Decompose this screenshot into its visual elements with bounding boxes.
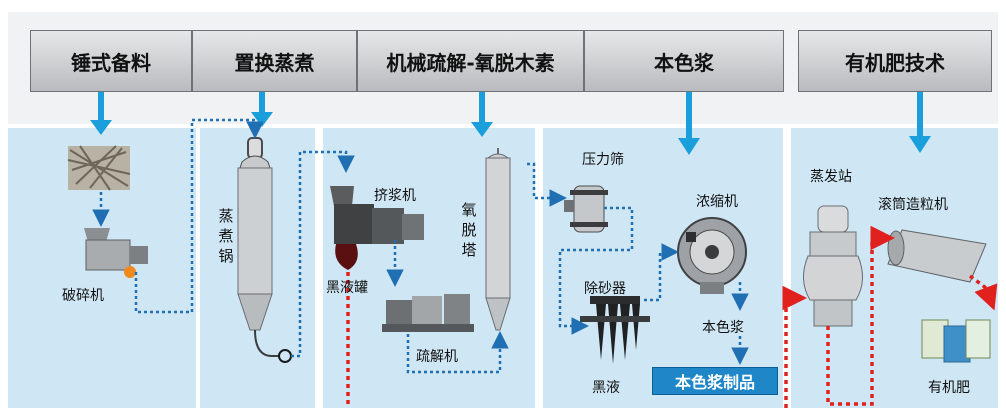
- label-extruder: 挤浆机: [374, 188, 416, 204]
- crusher-icon: [84, 228, 148, 278]
- label-refiner: 疏解机: [416, 349, 458, 365]
- label-digester: 蒸煮锅: [218, 207, 234, 265]
- label-pressure-screen: 压力筛: [582, 152, 624, 168]
- stage-arrow: [251, 92, 273, 127]
- straw-raw-material-icon: [67, 145, 131, 191]
- stage-header-hammer-prep: 锤式备料: [30, 30, 192, 92]
- stage-arrow: [678, 92, 700, 155]
- thickener-icon: [677, 217, 747, 294]
- product-badge: 本色浆制品: [652, 367, 778, 395]
- evaporator-icon: [803, 205, 863, 327]
- digester-icon: [237, 137, 292, 363]
- stage-header-cooking: 置换蒸煮: [192, 30, 357, 92]
- label-fertilizer: 有机肥: [928, 380, 970, 396]
- fertilizer-bags-icon: [921, 319, 991, 363]
- flow-line: [558, 206, 634, 335]
- label-black-liquor: 黑液: [592, 380, 620, 396]
- stage-arrow: [90, 92, 112, 135]
- granulator-drum-icon: [887, 229, 987, 283]
- stage-header-refining-oxygen: 机械疏解-氧脱木素: [357, 30, 584, 92]
- label-crusher: 破碎机: [62, 288, 104, 304]
- pressure-screen-icon: [564, 185, 608, 233]
- label-unbleached-pulp: 本色浆: [702, 320, 744, 336]
- label-granulator: 滚筒造粒机: [878, 197, 948, 213]
- oxygen-tower-icon: [485, 148, 511, 331]
- flow-line: [644, 243, 679, 302]
- flow-line: [291, 150, 355, 358]
- label-thickener: 浓缩机: [696, 194, 738, 210]
- stage-arrow: [471, 92, 493, 137]
- desander-icon: [580, 296, 650, 364]
- label-evaporator: 蒸发站: [810, 169, 852, 185]
- liquor-line: [826, 225, 895, 406]
- label-oxygen-tower: 氧脱塔: [461, 201, 477, 259]
- flow-line: [134, 118, 264, 314]
- label-desander: 除砂器: [584, 281, 626, 297]
- stage-header-pulp: 本色浆: [584, 30, 784, 92]
- liquor-line: [968, 274, 998, 311]
- label-black-liquor-tank: 黑液罐: [326, 280, 368, 296]
- stage-arrow: [909, 92, 931, 153]
- liquor-line: [782, 285, 807, 408]
- stage-header-fertilizer: 有机肥技术: [798, 30, 992, 92]
- refiner-icon: [382, 294, 474, 332]
- flow-line: [406, 331, 509, 374]
- flow-line: [527, 162, 567, 207]
- extruder-icon: [330, 186, 424, 270]
